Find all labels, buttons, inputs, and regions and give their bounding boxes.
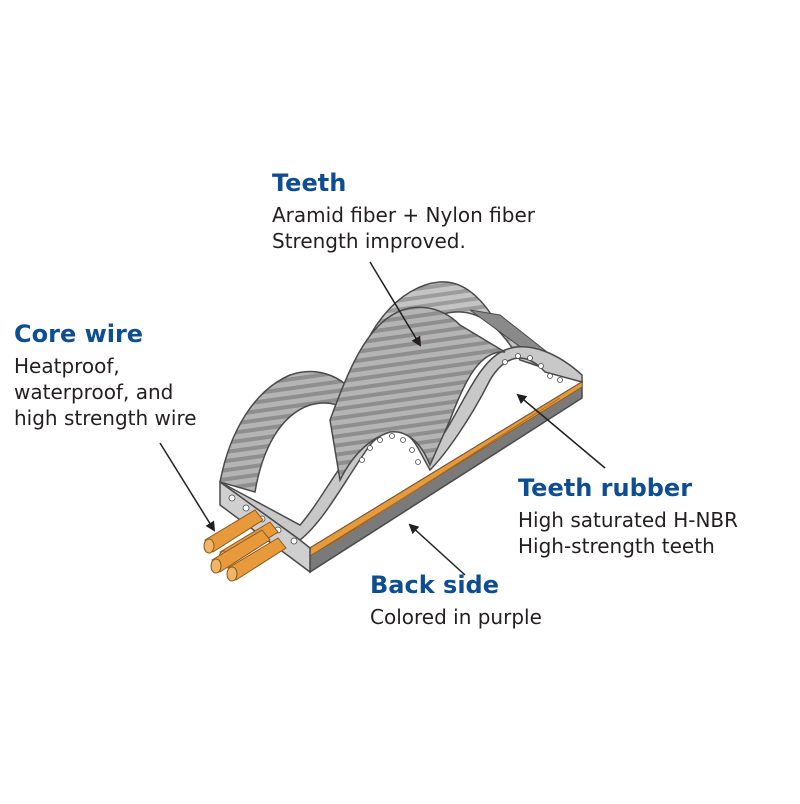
core-wire-title: Core wire [14,320,144,348]
core-wire-line-1: Heatproof, [14,353,120,378]
core-wire-line-3: high strength wire [14,406,197,431]
arrow-back-side [408,523,466,576]
core-wire-line-2: waterproof, and [14,380,174,405]
back-side-line-1: Colored in purple [370,604,542,629]
teeth-rubber-title: Teeth rubber [518,474,693,502]
arrow-teeth [369,261,422,347]
teeth-title: Teeth [272,169,347,197]
arrow-core-wire [159,442,216,532]
label-teeth: Teeth Aramid fiber + Nylon fiber Strengt… [272,168,535,254]
arrow-teeth-rubber [516,393,606,469]
teeth-rubber-line-1: High saturated H-NBR [518,507,739,532]
profile-dots [359,353,563,465]
label-core-wire: Core wire Heatproof, waterproof, and hig… [14,319,197,432]
teeth-line-2: Strength improved. [272,229,466,254]
label-back-side: Back side Colored in purple [370,570,542,630]
core-wires [203,509,287,582]
label-teeth-rubber: Teeth rubber High saturated H-NBR High-s… [518,473,738,559]
tooth-front-middle [329,306,506,483]
back-side-title: Back side [370,571,499,599]
teeth-rubber-line-2: High-strength teeth [518,534,715,559]
teeth-line-1: Aramid fiber + Nylon fiber [272,202,535,227]
